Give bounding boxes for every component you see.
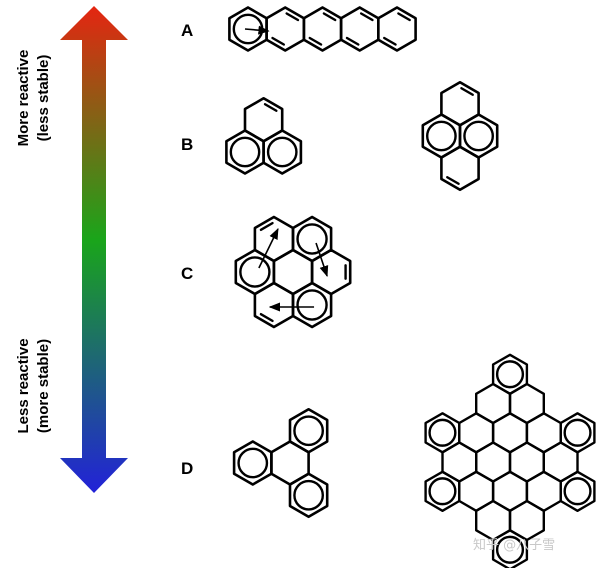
aromatic-sextet-circle — [266, 136, 298, 168]
ring-hexagon — [440, 145, 480, 192]
watermark: 知乎 @八子雪 — [473, 537, 555, 553]
aromatic-sextet-circle — [463, 120, 495, 152]
reactivity-arrow — [60, 6, 128, 493]
double-bond — [359, 12, 374, 22]
svg-text:Less reactive: Less reactive — [15, 338, 32, 433]
svg-text:(more stable): (more stable) — [35, 339, 52, 433]
double-bond — [308, 36, 323, 46]
ring-hexagon — [302, 6, 343, 52]
less-reactive-label: Less reactive (more stable) — [15, 338, 52, 433]
aromatic-sextet-circle — [428, 477, 457, 506]
aromatic-sextet-circle — [495, 535, 525, 564]
sextet-migration-arrow — [315, 242, 329, 278]
triphenylene-molecule — [232, 407, 329, 519]
sextet-migration-arrow — [244, 25, 270, 35]
hexabenzocoronene-molecule — [424, 353, 596, 568]
aromatic-sextet-circle — [293, 415, 325, 447]
aromatic-sextet-circle — [563, 418, 592, 447]
aromatic-sextet-circle — [293, 479, 325, 511]
double-bond — [345, 36, 360, 46]
ring-hexagon — [232, 440, 273, 486]
aromatic-sextet-circle — [495, 360, 525, 389]
ring-hexagon — [440, 81, 480, 127]
ring-hexagon — [376, 6, 417, 52]
pentacene-molecule — [228, 6, 417, 52]
double-bond — [271, 36, 286, 46]
aromatic-sextet-circle — [239, 256, 271, 288]
double-bond — [383, 36, 397, 46]
pyrene-molecule — [421, 81, 499, 192]
ring-hexagon — [491, 529, 529, 568]
reactivity-gradient-arrow — [60, 6, 128, 493]
more-reactive-label: More reactive (less stable) — [15, 50, 52, 147]
row-label-c: C — [181, 264, 193, 283]
double-bond — [460, 87, 474, 96]
ring-hexagon — [291, 281, 333, 329]
ring-hexagon — [288, 407, 329, 454]
ring-hexagon — [559, 470, 596, 512]
double-bond — [259, 221, 274, 232]
ring-hexagon — [265, 6, 306, 52]
double-bond — [397, 12, 411, 22]
row-label-d: D — [181, 459, 193, 478]
double-bond — [285, 12, 300, 22]
ring-hexagon — [288, 472, 329, 519]
row-label-a: A — [181, 21, 193, 40]
aromatic-sextet-circle — [229, 136, 261, 168]
aromatic-sextet-circle — [425, 120, 457, 152]
phenanthrene-molecule — [225, 97, 303, 175]
aromatic-sextet-circle — [563, 477, 592, 506]
svg-text:(less stable): (less stable) — [35, 55, 52, 142]
aromatic-sextet-circle — [428, 418, 457, 447]
aromatic-sextet-circle — [296, 223, 328, 255]
ring-hexagon — [339, 6, 380, 52]
aromatic-sextet-circle — [296, 289, 328, 321]
aromatic-sextet-circle — [237, 447, 269, 479]
clar-sextet-molecule-c — [234, 215, 352, 329]
ring-hexagon — [253, 281, 295, 329]
row-label-b: B — [181, 135, 193, 154]
double-bond — [263, 103, 278, 112]
double-bond — [322, 12, 337, 22]
double-bond — [446, 176, 460, 185]
ring-hexagon — [243, 97, 284, 143]
svg-text:More reactive: More reactive — [15, 50, 32, 147]
double-bond — [259, 312, 274, 323]
sextet-migration-arrow — [258, 227, 279, 269]
